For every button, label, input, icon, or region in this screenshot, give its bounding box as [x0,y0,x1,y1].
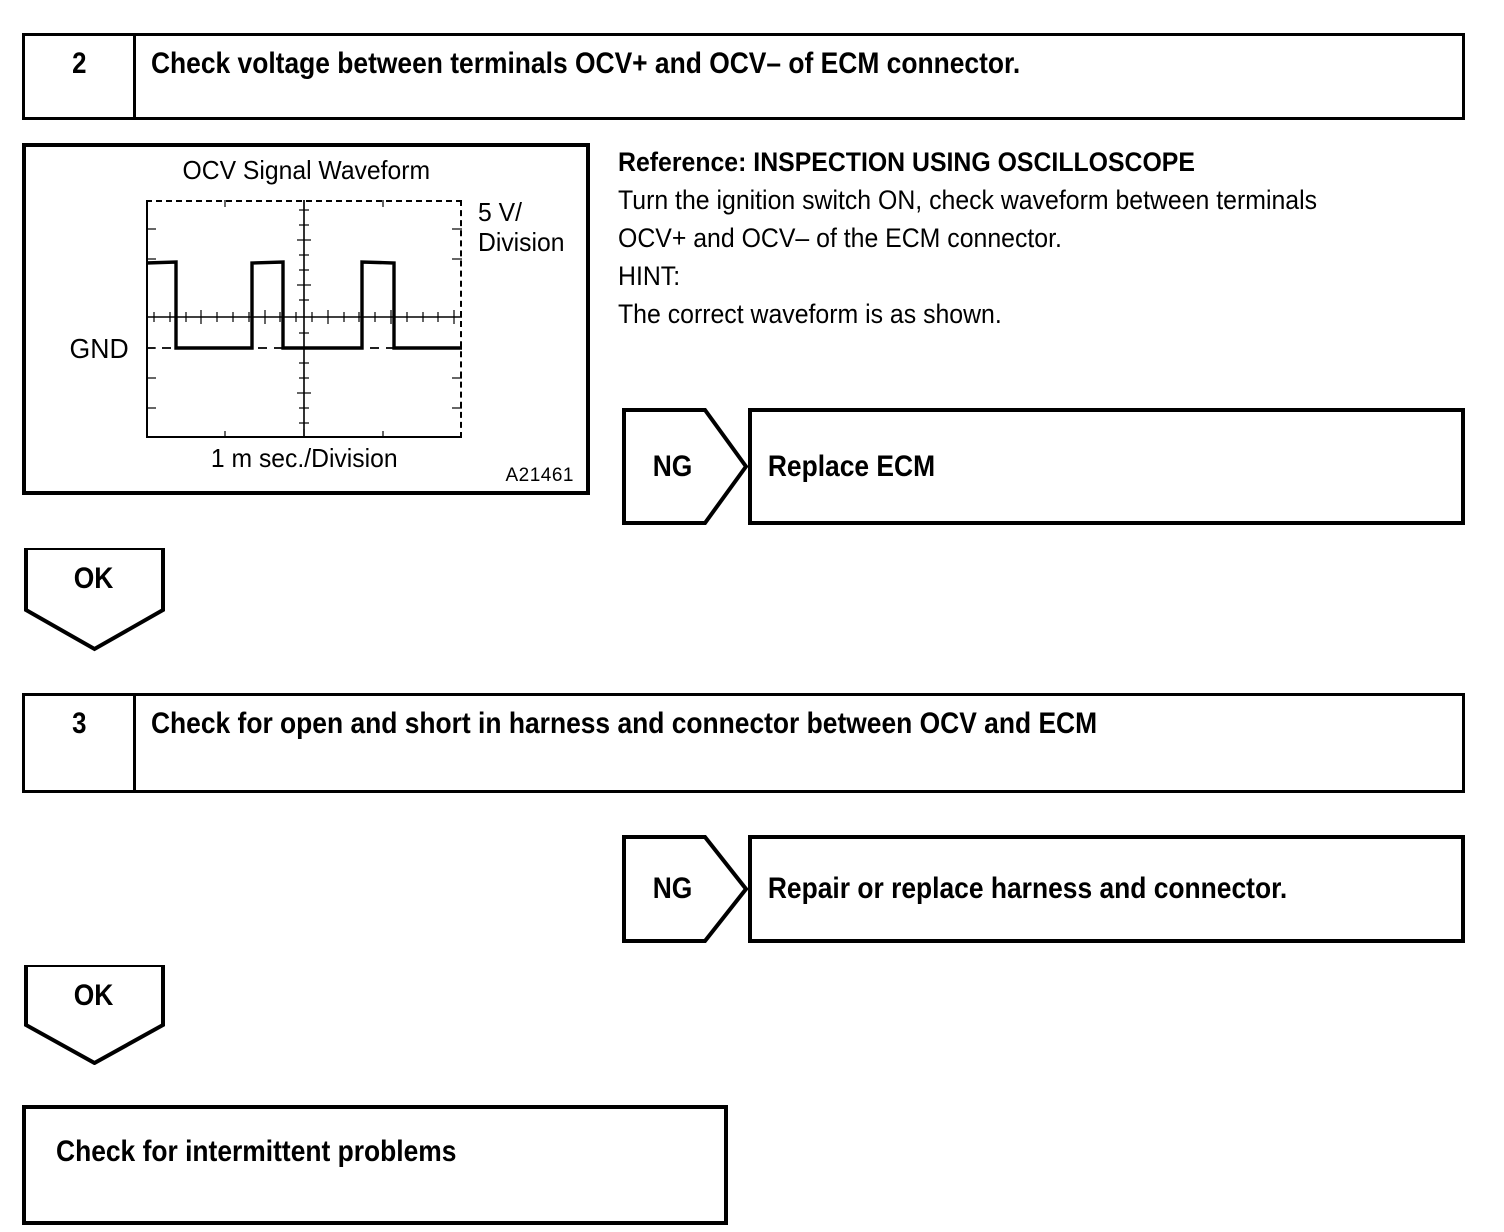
waveform-y-axis-label: 5 V/ Division [478,197,565,257]
branch-ok-1-label: OK [73,562,114,595]
step-2-title-cell: Check voltage between terminals OCV+ and… [136,36,1462,79]
branch-ng-1-label: NG [652,449,692,483]
step-3-number: 3 [71,707,87,740]
waveform-figure-code: A21461 [505,465,574,486]
branch-ng-2-label: NG [652,872,692,905]
ng-arrow-icon [622,408,748,525]
result-box-replace-ecm: Replace ECM [748,408,1465,525]
reference-note-line-3: OCV+ and OCV– of the ECM connector. [618,223,1062,253]
reference-note: Reference: INSPECTION USING OSCILLOSCOPE… [618,143,1478,333]
branch-ok-2-arrow: OK [24,963,167,1066]
step-3-box: 3 Check for open and short in harness an… [22,693,1465,793]
branch-ng-2-arrow: NG [622,835,748,943]
ocv-waveform-panel: OCV Signal Waveform [22,143,590,495]
result-box-repair-harness: Repair or replace harness and connector. [748,835,1465,943]
step-3-number-cell: 3 [25,696,136,790]
waveform-x-axis-label: 1 m sec./Division [210,443,398,473]
waveform-title: OCV Signal Waveform [182,155,430,185]
reference-note-line-1: Reference: INSPECTION USING OSCILLOSCOPE [618,147,1195,177]
ng-arrow-icon [622,835,748,943]
step-2-box: 2 Check voltage between terminals OCV+ a… [22,33,1465,120]
branch-ng-1-arrow: NG [622,408,748,525]
waveform-gnd-label: GND [69,333,129,364]
branch-ok-2-label: OK [73,979,114,1012]
branch-ok-1-arrow: OK [24,546,167,652]
ok-arrow-icon [24,963,165,1066]
step-3-title: Check for open and short in harness and … [150,707,1098,740]
step-2-title: Check voltage between terminals OCV+ and… [150,47,1021,80]
reference-note-line-4: HINT: [618,261,681,291]
ok-arrow-icon [24,546,165,652]
final-action-box: Check for intermittent problems [22,1105,728,1225]
step-2-number-cell: 2 [25,36,136,117]
step-2-number: 2 [71,47,87,80]
final-action-text: Check for intermittent problems [56,1135,457,1168]
reference-note-line-2: Turn the ignition switch ON, check wavef… [618,185,1318,215]
step-3-title-cell: Check for open and short in harness and … [136,696,1462,739]
reference-note-line-5: The correct waveform is as shown. [618,299,1002,329]
oscilloscope-trace [146,200,462,438]
